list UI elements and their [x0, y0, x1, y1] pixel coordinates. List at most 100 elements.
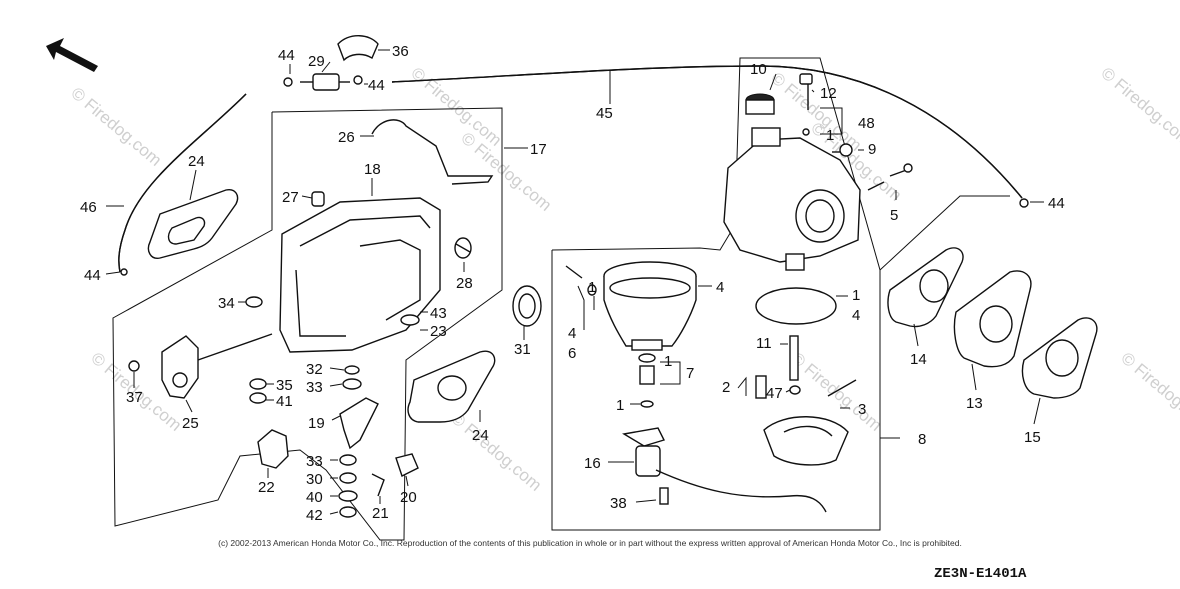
callout: 1	[616, 397, 624, 414]
callout: 20	[400, 489, 417, 506]
callout: 4	[568, 325, 576, 342]
carburetor-body-icon	[723, 127, 861, 271]
callout: 29	[308, 53, 325, 70]
callout: 11	[756, 335, 772, 352]
callout: 47	[766, 385, 783, 402]
callout: 40	[306, 489, 323, 506]
heat-plate-13-icon	[953, 270, 1032, 368]
fuel-cut-solenoid-icon	[622, 427, 827, 513]
callout: 42	[306, 507, 323, 524]
float-icon	[763, 416, 849, 466]
callout: 24	[188, 153, 205, 170]
pilot-screw-icon	[799, 73, 813, 136]
callout: 17	[530, 141, 547, 158]
callout: 3	[858, 401, 866, 418]
callout: 4	[716, 279, 724, 296]
throttle-stop-screw-icon	[832, 143, 853, 157]
gasket-icon	[147, 189, 239, 259]
main-jet-icon	[755, 375, 767, 399]
callout: 1	[588, 279, 596, 296]
callout: 9	[868, 141, 876, 158]
callout: 1	[664, 353, 672, 370]
callout: 38	[610, 495, 627, 512]
callout: 24	[472, 427, 489, 444]
copyright-notice: (c) 2002-2013 American Honda Motor Co., …	[218, 538, 962, 548]
lever-22-icon	[257, 429, 289, 469]
callout: 44	[1048, 195, 1065, 212]
callout: 44	[84, 267, 101, 284]
callout: 30	[306, 471, 323, 488]
callout: 2	[722, 379, 730, 396]
bracket-20-icon	[395, 453, 419, 477]
callout: 31	[514, 341, 531, 358]
drain-screw-icon	[565, 265, 597, 296]
callout: 36	[392, 43, 409, 60]
callout: 21	[372, 505, 389, 522]
callout: 4	[852, 307, 860, 324]
callout: 41	[276, 393, 293, 410]
callout: 19	[308, 415, 325, 432]
float-pin-icon	[827, 379, 857, 397]
choke-rod-icon	[371, 119, 494, 185]
callout: 33	[306, 453, 323, 470]
callout: 23	[430, 323, 447, 340]
callout: 13	[966, 395, 983, 412]
callout: 12	[820, 85, 837, 102]
callout: 28	[456, 275, 473, 292]
callout: 8	[918, 431, 926, 448]
callout: 48	[858, 115, 875, 132]
callout: 46	[80, 199, 97, 216]
screw-38-icon	[659, 487, 669, 505]
callout: 5	[890, 207, 898, 224]
watermark: © Firedog.com	[1097, 64, 1180, 150]
callout: 25	[182, 415, 199, 432]
callout: 1	[826, 127, 834, 144]
clip-36-icon	[337, 35, 379, 62]
needle-jet-icon	[789, 335, 801, 395]
callout: 18	[364, 161, 381, 178]
callout: 14	[910, 351, 927, 368]
callout: 43	[430, 305, 447, 322]
callout: 15	[1024, 429, 1041, 446]
gasket-14-icon	[887, 247, 964, 328]
callout: 37	[126, 389, 143, 406]
screw-set-5-icon	[867, 163, 913, 191]
insulator-icon	[512, 285, 542, 327]
callout: 1	[852, 287, 860, 304]
cap-icon	[745, 93, 775, 115]
callout: 44	[368, 77, 385, 94]
callout: 22	[258, 479, 275, 496]
gasket-center-icon	[407, 350, 496, 423]
collar-icon	[311, 191, 325, 207]
front-arrow-icon	[46, 38, 98, 72]
group-frames	[112, 57, 1010, 541]
callout: 6	[568, 345, 576, 362]
clamp-icon	[120, 75, 1029, 276]
leader-lines	[105, 49, 1044, 515]
bolt-7-icon	[638, 353, 656, 408]
callout: 33	[306, 379, 323, 396]
washer-icon	[245, 296, 420, 518]
float-bowl-icon	[603, 261, 697, 351]
callout: 34	[218, 295, 235, 312]
spring-icon	[454, 237, 472, 259]
spring-21-icon	[371, 473, 385, 497]
link-19-icon	[339, 397, 379, 450]
callout: 45	[596, 105, 613, 122]
callout: 26	[338, 129, 355, 146]
callout: 10	[750, 61, 767, 78]
callout: 44	[278, 47, 295, 64]
air-guide-icon	[279, 197, 441, 353]
diagram-code: ZE3N-E1401A	[934, 566, 1027, 582]
callout: 35	[276, 377, 293, 394]
callout-labels: 44 29 36 44 45 46 24 44 26 17 18 27 28 3…	[80, 43, 1065, 524]
callout: 32	[306, 361, 323, 378]
fuel-valve-icon	[161, 333, 273, 399]
watermark: © Firedog.com	[1117, 349, 1180, 435]
gasket-15-icon	[1021, 317, 1098, 399]
o-ring-icon	[755, 287, 837, 325]
fuel-filter-icon	[300, 73, 350, 91]
callout: 7	[686, 365, 694, 382]
screw-37-icon	[128, 360, 140, 372]
